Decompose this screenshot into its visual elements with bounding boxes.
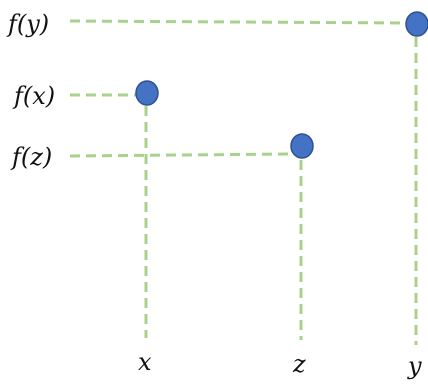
point-marker-z	[290, 133, 314, 159]
point-group-y: f(y) y	[6, 10, 428, 380]
point-marker-y	[405, 11, 428, 37]
point-marker-x	[135, 80, 159, 106]
horizontal-guide-z	[69, 152, 291, 158]
value-label-z: f(z)	[10, 143, 52, 171]
value-label-x: f(x)	[12, 82, 55, 110]
horizontal-guide-y	[69, 19, 409, 25]
point-group-z: f(z) z	[10, 133, 314, 378]
axis-label-x: x	[138, 348, 152, 376]
value-label-y: f(y)	[6, 10, 49, 38]
axis-label-z: z	[292, 350, 306, 378]
point-group-x: f(x) x	[12, 80, 159, 376]
axis-label-y: y	[407, 352, 422, 380]
